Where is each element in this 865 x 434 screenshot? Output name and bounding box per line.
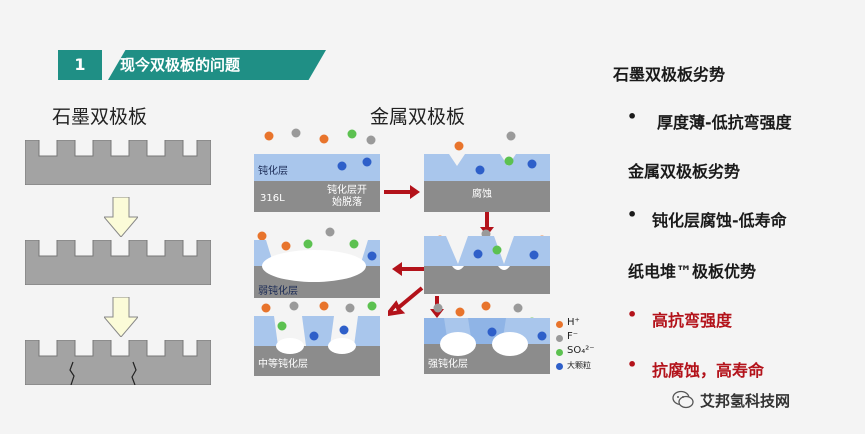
- metal-panel-deep-corrosion: [424, 229, 550, 294]
- metal-heading: 金属双极板: [370, 106, 466, 128]
- legend-dot-f: [556, 335, 563, 342]
- graphite-plate-cracked: [25, 340, 211, 385]
- section-number: 1: [74, 55, 86, 74]
- label-passivation: 钝化层: [258, 166, 288, 177]
- legend-label-h: H⁺: [567, 317, 580, 328]
- graphite-plate-1: [25, 140, 211, 185]
- legend-label-particle: 大颗粒: [567, 361, 591, 370]
- label-corrosion: 腐蚀: [472, 189, 492, 200]
- graphite-disadvantage-title: 石墨双极板劣势: [613, 65, 726, 84]
- metal-panel-pitting: [424, 131, 550, 212]
- label-weak-passivation: 弱钝化层: [258, 286, 298, 297]
- section-title: 现今双极板的问题: [120, 56, 241, 74]
- down-arrow-icon: [104, 297, 138, 337]
- label-substrate: 316L: [260, 193, 285, 204]
- legend-dot-h: [556, 321, 563, 328]
- down-arrow-icon: [104, 197, 138, 237]
- graphite-heading: 石墨双极板: [52, 106, 148, 128]
- section-banner: 1 现今双极板的问题: [58, 50, 326, 80]
- section-number-box: [58, 50, 102, 80]
- metal-panel-strong: [424, 301, 550, 374]
- watermark-text: 艾邦氢科技网: [700, 392, 791, 410]
- bullet: •: [627, 305, 638, 324]
- metal-panel-medium: [254, 301, 380, 376]
- metal-panel-intact: [254, 128, 380, 212]
- paper-advantage-point-1: 高抗弯强度: [652, 311, 733, 330]
- label-strong-passivation: 强钝化层: [428, 359, 468, 370]
- down-arrow-red-icon: [480, 212, 494, 236]
- bullet: •: [627, 107, 638, 126]
- bullet: •: [627, 355, 638, 374]
- legend-label-f: F⁻: [567, 331, 579, 342]
- graphite-disadvantage-point: 厚度薄-低抗弯强度: [657, 113, 792, 132]
- left-arrow-icon: [392, 262, 424, 276]
- metal-panel-weak: [254, 227, 380, 298]
- legend-dot-so4: [556, 349, 563, 356]
- diagonal-arrow-icon: [388, 286, 424, 316]
- metal-disadvantage-point: 钝化层腐蚀-低寿命: [652, 211, 787, 230]
- paper-advantage-title: 纸电堆™极板优势: [628, 262, 757, 281]
- wechat-icon: [672, 390, 694, 409]
- metal-disadvantage-title: 金属双极板劣势: [628, 162, 741, 181]
- right-arrow-icon: [384, 185, 420, 199]
- legend-dot-particle: [556, 363, 563, 370]
- label-peeling: 钝化层开始脱落: [327, 185, 367, 208]
- graphite-plate-2: [25, 240, 211, 285]
- paper-advantage-point-2: 抗腐蚀，高寿命: [652, 361, 765, 380]
- section-title-box: [108, 50, 326, 80]
- label-medium-passivation: 中等钝化层: [258, 359, 308, 370]
- legend-label-so4: SO₄²⁻: [567, 345, 595, 356]
- bullet: •: [627, 205, 638, 224]
